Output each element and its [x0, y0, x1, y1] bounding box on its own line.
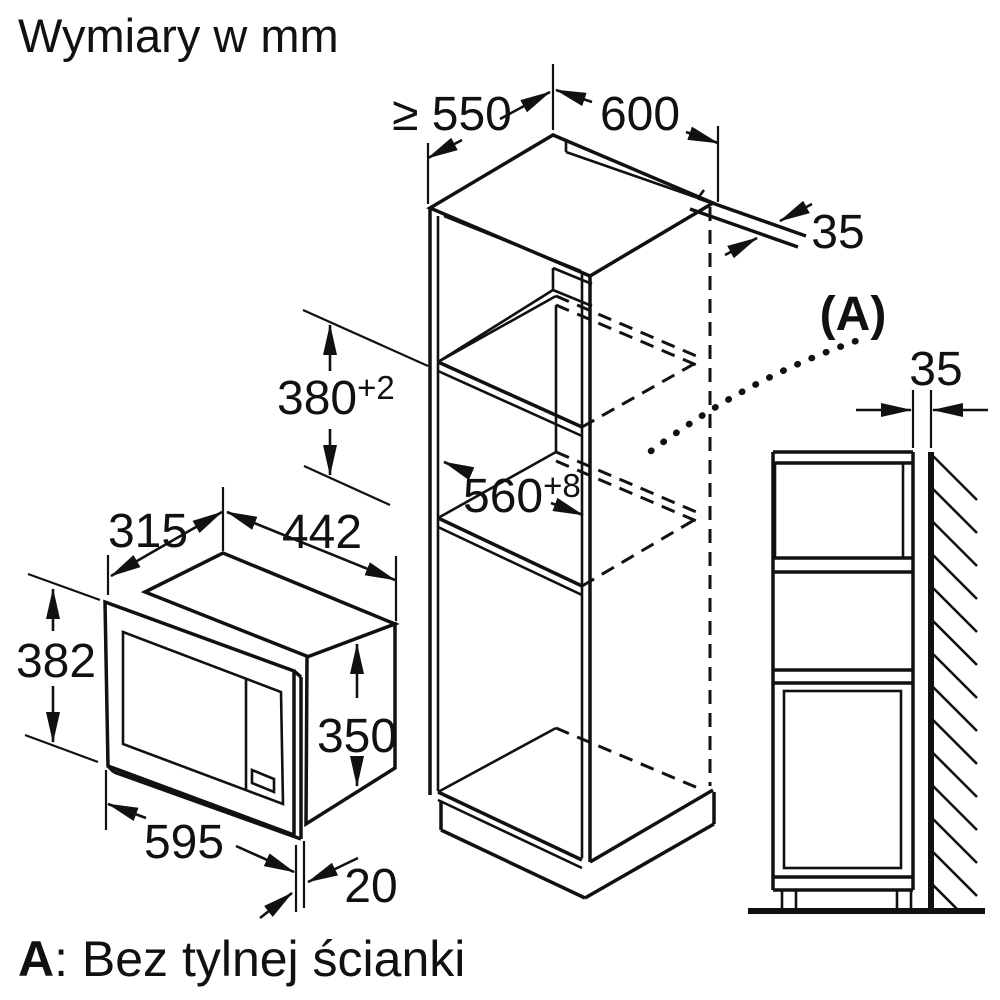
- cabinet-top-inner-edge: [443, 214, 582, 273]
- back-wall-callout: (A): [647, 288, 887, 455]
- dim-microwave-body-height: 350: [317, 643, 397, 787]
- microwave-door-window: [121, 630, 285, 806]
- footnote: A: Bez tylnej ścianki: [18, 931, 465, 987]
- niche-height-label: 380+2: [277, 369, 395, 425]
- cabinet-isometric-view: [426, 133, 807, 900]
- dim-frame-offset: 20: [259, 841, 398, 920]
- dim-rail-thickness: 35: [724, 200, 865, 259]
- cabinet-top-notch-left: [552, 133, 568, 152]
- cabinet-floor: [437, 726, 699, 870]
- dim-niche-height: 380+2: [277, 308, 429, 507]
- door-handle-button: [250, 768, 276, 794]
- microwave-frame-width-label: 595: [144, 816, 224, 869]
- rail-thickness-label: 35: [811, 206, 864, 259]
- cabinet-plinth: [439, 788, 716, 900]
- dim-microwave-depth: 315: [106, 487, 225, 595]
- dim-niche-width: 560+8: [443, 460, 584, 523]
- dim-cabinet-width: 600: [555, 88, 720, 202]
- dim-microwave-frame-width: 595: [104, 770, 298, 912]
- back-wall-leader-dots: [647, 337, 860, 455]
- rear-rail-edge-1: [697, 196, 807, 238]
- side-view-leg-right: [895, 888, 913, 912]
- microwave-width-label: 442: [282, 506, 362, 559]
- back-label: (A): [820, 288, 887, 341]
- shelf-lower: [437, 450, 702, 597]
- dim-min-depth: ≥ 550: [392, 64, 555, 204]
- side-wall-view: 35: [748, 343, 988, 914]
- dim-microwave-height: 382: [16, 572, 101, 764]
- microwave-height-label: 382: [16, 635, 96, 688]
- side-view-cabinet: [771, 450, 915, 912]
- wall-gap-label: 35: [909, 343, 962, 396]
- side-view-lower-door: [782, 689, 903, 870]
- side-view-leg-left: [780, 888, 798, 912]
- min-depth-label: ≥ 550: [392, 88, 512, 141]
- microwave-body-height-label: 350: [317, 710, 397, 763]
- cabinet-top-back-edge: [565, 150, 699, 200]
- cabinet-width-label: 600: [600, 88, 680, 141]
- microwave-isometric-view: [103, 551, 400, 841]
- wall-hatching: [932, 455, 978, 912]
- page-title: Wymiary w mm: [18, 9, 339, 62]
- niche-width-label: 560+8: [463, 467, 581, 523]
- dim-microwave-width: 442: [226, 506, 398, 621]
- microwave-right-face: [304, 621, 397, 828]
- frame-offset-label: 20: [344, 860, 397, 913]
- shelf-upper: [437, 294, 702, 438]
- rear-rail-edge-2: [689, 207, 799, 249]
- dim-wall-gap: 35: [856, 343, 988, 448]
- microwave-depth-label: 315: [108, 505, 188, 558]
- cabinet-top-face: [426, 133, 717, 278]
